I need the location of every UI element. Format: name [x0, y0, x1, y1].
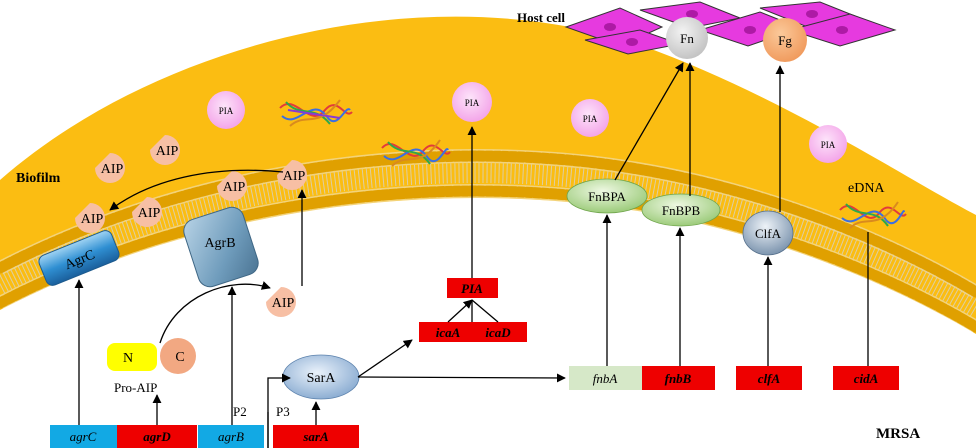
svg-text:AIP: AIP — [156, 144, 179, 159]
pia-molecules: PIA PIA PIA PIA — [207, 82, 847, 163]
svg-text:AIP: AIP — [223, 180, 246, 195]
edna-tangle-3 — [839, 201, 907, 229]
fnba-gene-label: fnbA — [593, 371, 618, 386]
clfa-protein-label: ClfA — [755, 226, 782, 241]
agrc-receptor — [38, 230, 120, 286]
svg-text:PIA: PIA — [465, 98, 480, 108]
membrane-heads-outer — [0, 150, 976, 298]
sara-gene-label: sarA — [302, 429, 329, 444]
mrsa-label: MRSA — [876, 426, 920, 442]
svg-text:AIP: AIP — [101, 162, 124, 177]
sara-gene-box — [273, 425, 359, 448]
fnbb-gene-box — [642, 366, 715, 390]
sara-protein-label: SarA — [307, 371, 337, 386]
edna-label: eDNA — [848, 181, 885, 196]
aip-molecules — [75, 135, 307, 317]
pro-aip-n-label: N — [123, 351, 133, 366]
fibrinogen-label: Fg — [778, 33, 792, 48]
edna-tangle-2 — [381, 139, 451, 167]
icad-gene-label: icaD — [485, 325, 511, 340]
p3-label: P3 — [276, 404, 290, 419]
fnba-gene-box — [569, 366, 642, 390]
agrb-gene-box — [198, 425, 264, 448]
icaa-gene-label: icaA — [436, 325, 461, 340]
cida-gene-box — [833, 366, 899, 390]
clfa-protein — [742, 210, 794, 256]
cida-gene-label: cidA — [854, 371, 879, 386]
pia-gene-label: PIA — [461, 281, 483, 296]
p3-promoter-arrow — [267, 373, 291, 412]
cell-membrane-tails — [0, 163, 976, 318]
fnbpb-protein — [641, 193, 721, 227]
agrb-protein — [183, 206, 259, 288]
agrb-gene-label: agrB — [218, 429, 244, 444]
agrb-protein-label: AgrB — [204, 236, 235, 251]
fnbpa-protein-label: FnBPA — [588, 189, 626, 204]
host-cell-tissue — [564, 1, 897, 55]
fnbpb-protein-label: FnBPB — [662, 203, 701, 218]
svg-text:AIP: AIP — [272, 296, 295, 311]
agrc-gene-box — [50, 425, 117, 448]
aip-labels: AIP AIP AIP AIP AIP AIP AIP — [81, 144, 306, 311]
pro-aip-n-terminus — [107, 343, 157, 371]
clfa-gene-label: clfA — [758, 371, 781, 386]
fnbpa-protein — [566, 178, 648, 214]
biofilm-label: Biofilm — [16, 171, 61, 186]
agrd-gene-box — [117, 425, 197, 448]
svg-text:AIP: AIP — [283, 169, 306, 184]
p2-label: P2 — [233, 404, 247, 419]
clfa-gene-box — [736, 366, 802, 390]
fibrinogen-ball — [763, 18, 807, 62]
agrd-gene-label: agrD — [143, 429, 171, 444]
pro-aip-c-label: C — [175, 350, 184, 365]
svg-text:PIA: PIA — [583, 114, 598, 124]
agrc-gene-label: agrC — [70, 429, 97, 444]
svg-text:AIP: AIP — [138, 206, 161, 221]
fibronectin-ball — [666, 17, 708, 59]
edna-tangle-1 — [279, 99, 353, 127]
pathway-arrows — [74, 62, 869, 425]
pia-gene-box — [447, 278, 498, 298]
pro-aip-label: Pro-AIP — [114, 380, 157, 395]
fibronectin-label: Fn — [680, 31, 694, 46]
fnbb-gene-label: fnbB — [665, 371, 692, 386]
svg-text:PIA: PIA — [219, 106, 234, 116]
host-cell-label: Host cell — [517, 10, 565, 25]
membrane-heads-inner — [0, 185, 976, 333]
svg-text:AIP: AIP — [81, 212, 104, 227]
svg-text:PIA: PIA — [821, 140, 836, 150]
ica-gene-box — [419, 322, 527, 342]
pro-aip-c-terminus — [160, 338, 196, 374]
